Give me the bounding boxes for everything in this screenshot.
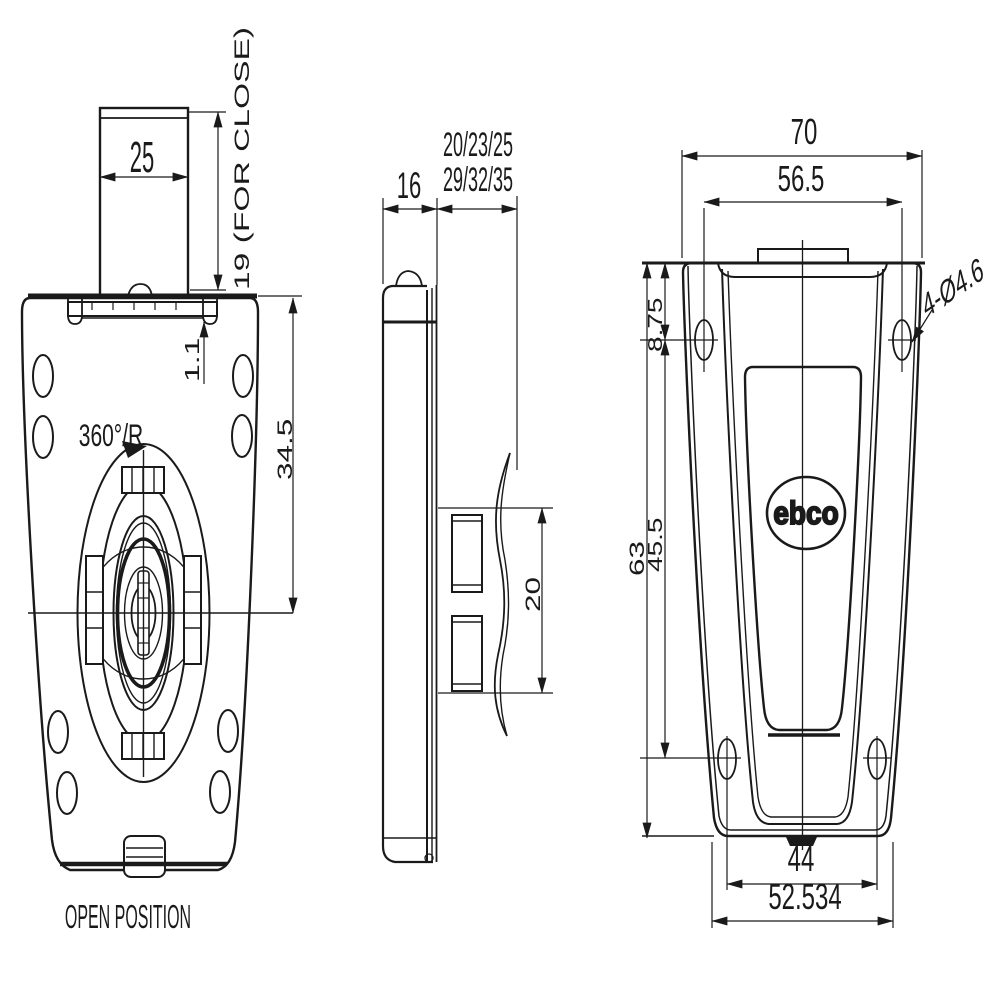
dim-center-from-top: 34.5 [273,419,297,480]
spring-washer [493,452,511,737]
bottom-latch-tab [123,835,166,878]
dim-hole-vertical-spacing: 45.5 [645,517,667,572]
dim-bottom-width: 52.534 [768,877,841,917]
dim-plate-offset: 1.1 [181,338,203,382]
dim-knob-travel: 19 (FOR CLOSE) [230,27,253,290]
brand-logo: ebco [765,475,847,551]
brand-logo-text: ebco [773,496,838,531]
rear-bottom-tab [786,837,817,846]
clamp-teeth [451,514,483,692]
face-panel [743,365,863,732]
rear-dimensions [640,150,933,928]
latch-slide-bar [67,298,218,325]
left-wing [85,555,104,665]
rotation-label: 360°/R [79,418,143,453]
dim-clamp-height: 20 [521,577,545,612]
dim-hole-callout: 4-Ø4.6 [919,250,987,324]
front-view-caption: OPEN POSITION [65,897,191,935]
dim-bottom-hole-spacing: 44 [788,839,815,879]
dim-grip-range-1: 20/23/25 [443,125,513,164]
knob-bump [127,283,153,297]
dim-grip-range-2: 29/32/35 [443,160,513,199]
dim-body-depth: 16 [397,164,421,207]
side-body [381,270,438,864]
hole-crosshairs [703,208,916,890]
front-view: 25 19 (FOR CLOSE) 1.1 34.5 360°/R OPEN P… [20,27,302,936]
front-dimensions [99,111,302,614]
front-oval-holes [32,354,254,815]
side-dimensions [382,196,553,694]
dim-overall-width: 70 [791,112,818,152]
body-outline [20,296,260,872]
dim-top-hole-spacing: 56.5 [778,159,825,199]
rear-view: ebco [625,112,987,928]
dim-top-hole-offset: 8.75 [645,297,667,352]
dim-overall-height: 63 [625,541,649,576]
right-wing [183,555,202,665]
dim-knob-width: 25 [130,134,154,182]
rotation-arrow [122,441,147,458]
side-view: 16 20/23/25 29/32/35 20 [381,125,553,864]
side-knob-bump [395,270,423,287]
cam-rosette [28,441,293,783]
